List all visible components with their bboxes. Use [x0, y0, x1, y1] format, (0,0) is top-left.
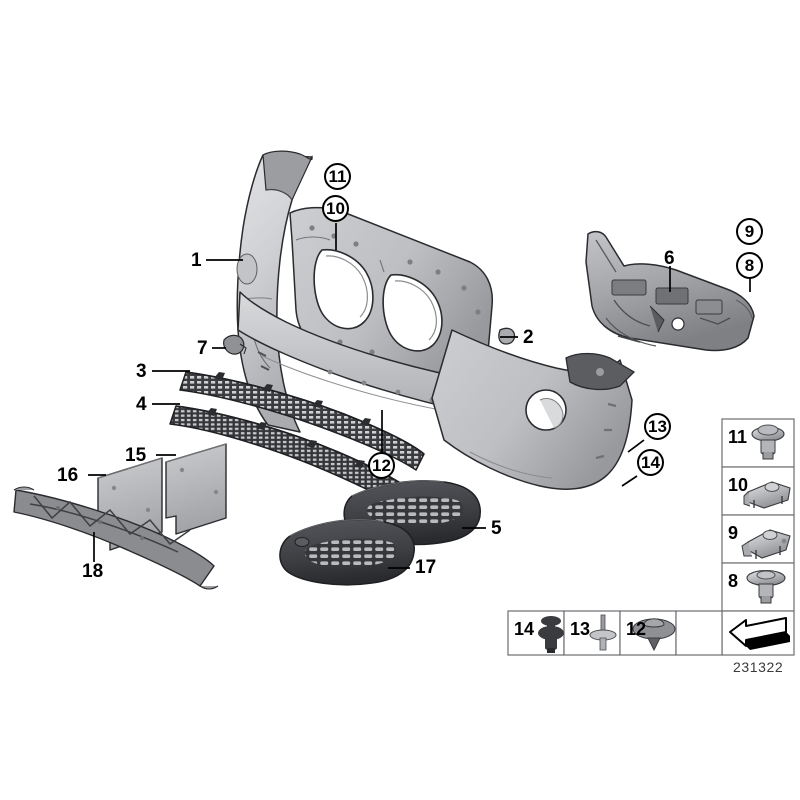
part-grille-surround-frame [289, 206, 494, 383]
legend-number-12: 12 [626, 619, 647, 639]
legend-right-column [721, 418, 795, 656]
callout-17[interactable]: 17 [415, 557, 437, 578]
callout-14[interactable]: 14 [637, 449, 664, 476]
part-carrier-lower-tab [565, 352, 636, 391]
legend-icon-blind-rivet-pin [589, 614, 617, 651]
callout-12[interactable]: 12 [368, 452, 395, 479]
callout-5[interactable]: 5 [491, 518, 502, 539]
callout-1[interactable]: 1 [191, 250, 202, 271]
part-license-plate-base-lattice [13, 486, 219, 590]
part-front-bumper-trim-panel [236, 150, 313, 433]
part-upper-grille-mesh [179, 371, 425, 471]
legend-icon-dark-push-clip [538, 616, 564, 653]
callout-8[interactable]: 8 [736, 252, 763, 279]
legend-icon-wide-head-push-clip [632, 618, 676, 652]
part-filler-panel-right [165, 443, 227, 535]
part-bumper-right-corner [431, 329, 633, 490]
callout-2[interactable]: 2 [523, 327, 534, 348]
legend-bottom-row [507, 610, 723, 656]
legend-icon-expanding-rivet-flat-head [746, 569, 786, 604]
callout-16[interactable]: 16 [57, 465, 79, 486]
callout-10[interactable]: 10 [322, 195, 349, 222]
callout-3[interactable]: 3 [136, 361, 147, 382]
legend-icon-spring-clip-nut [743, 481, 791, 509]
legend-number-9: 9 [728, 523, 739, 543]
legend-icon-view-direction-arrow [729, 617, 790, 650]
callout-15[interactable]: 15 [125, 445, 147, 466]
legend-number-10: 10 [728, 475, 749, 495]
legend-number-8: 8 [728, 571, 739, 591]
legend-number-11: 11 [728, 427, 748, 447]
callout-13[interactable]: 13 [644, 413, 671, 440]
legend-icon-spring-clip-nut-angled [741, 529, 791, 559]
part-left-air-intake-grille [279, 518, 415, 586]
callout-9[interactable]: 9 [736, 218, 763, 245]
diagram-number: 231322 [733, 659, 784, 675]
leader-lines [88, 223, 751, 569]
callout-6[interactable]: 6 [664, 248, 675, 269]
legend-number-13: 13 [570, 619, 591, 639]
callout-18[interactable]: 18 [82, 561, 104, 582]
callout-7[interactable]: 7 [197, 338, 208, 359]
callout-4[interactable]: 4 [136, 394, 147, 415]
part-small-retaining-clip [223, 334, 247, 355]
legend-icon-push-rivet-domed-head [751, 424, 785, 460]
legend-number-14: 14 [514, 619, 535, 639]
callout-11[interactable]: 11 [324, 163, 351, 190]
